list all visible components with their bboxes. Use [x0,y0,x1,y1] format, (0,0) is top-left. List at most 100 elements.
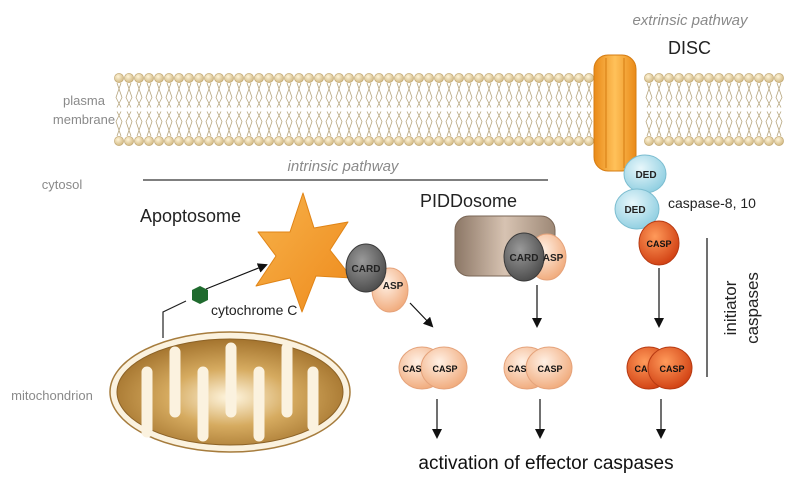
lipid-head [574,136,584,146]
lipid-head [284,73,294,83]
lipid-head [464,73,474,83]
lipid-head [194,73,204,83]
lipid-head [444,136,454,146]
lipid-head [124,136,134,146]
lipid-tails [705,82,713,137]
lipid-head [404,73,414,83]
lipid-head [394,136,404,146]
lipid-tails [695,82,703,137]
lipid-tails [345,82,353,137]
lipid-head [754,136,764,146]
lipid-tails [295,82,303,137]
lipid-head [564,136,574,146]
lipid-tails [265,82,273,137]
lipid-head [684,73,694,83]
dimer-middle [503,346,573,390]
lipid-head [164,136,174,146]
lipid-head [744,73,754,83]
lipid-tails [575,82,583,137]
lipid-head [204,73,214,83]
disc-casp-blob [638,220,680,266]
lipid-head [424,136,434,146]
lipid-head [154,73,164,83]
lipid-tails [735,82,743,137]
lipid-head [464,136,474,146]
lipid-head [374,73,384,83]
apoptosome-label: Apoptosome [140,206,241,226]
lipid-head [224,73,234,83]
plasma-membrane-label-2: membrane [53,112,115,127]
lipid-head [194,136,204,146]
lipid-head [364,73,374,83]
lipid-head [734,136,744,146]
lipid-tails [145,82,153,137]
lipid-head [354,136,364,146]
lipid-head [164,73,174,83]
lipid-head [714,136,724,146]
lipid-tails [505,82,513,137]
dimer-mid-b-label: CASP [537,364,562,374]
lipid-head [734,73,744,83]
apoptosome-star [255,192,353,313]
lipid-head [134,73,144,83]
cytochrome-c-hexagon [192,286,208,304]
lipid-head [664,73,674,83]
lipid-head [694,136,704,146]
lipid-head [254,73,264,83]
lipid-head [334,73,344,83]
lipid-head [354,73,364,83]
lipid-head [514,136,524,146]
lipid-head [344,136,354,146]
lipid-head [454,73,464,83]
ded-top-label: DED [635,170,656,181]
lipid-tails [655,82,663,137]
lipid-head [764,73,774,83]
lipid-head [234,73,244,83]
lipid-head [174,136,184,146]
lipid-tails [775,82,783,137]
lipid-head [324,136,334,146]
lipid-tails [435,82,443,137]
extrinsic-pathway-label: extrinsic pathway [632,12,749,29]
lipid-head [574,73,584,83]
lipid-head [724,136,734,146]
lipid-tails [755,82,763,137]
cytosol-label: cytosol [42,177,83,192]
lipid-tails [275,82,283,137]
apoptosome-card-blob [345,243,387,293]
lipid-head [674,73,684,83]
lipid-head [384,73,394,83]
lipid-tails [465,82,473,137]
lipid-head [494,73,504,83]
disc-label: DISC [668,38,711,58]
lipid-head [214,73,224,83]
lipid-head [284,136,294,146]
lipid-head [244,73,254,83]
dimer-mid-a-label: CAS [507,364,526,374]
lipid-head [494,136,504,146]
lipid-head [714,73,724,83]
lipid-head [364,136,374,146]
lipid-head [524,73,534,83]
lipid-tails [495,82,503,137]
lipid-head [704,136,714,146]
lipid-head [534,73,544,83]
lipid-tails [765,82,773,137]
dimer-left-a-label: CAS [402,364,421,374]
lipid-head [124,73,134,83]
lipid-head [694,73,704,83]
piddosome-card-label: CARD [510,253,539,264]
lipid-tails [455,82,463,137]
apoptosome-to-dimer-arrow [409,302,434,328]
lipid-head [504,136,514,146]
outcome-label: activation of effector caspases [418,453,673,474]
lipid-tails [555,82,563,137]
lipid-head [584,136,594,146]
lipid-tails [405,82,413,137]
lipid-head [524,136,534,146]
lipid-head [744,136,754,146]
lipid-head [504,73,514,83]
piddosome-card-blob [503,232,545,282]
lipid-tails [215,82,223,137]
mitochondrion [109,331,351,453]
